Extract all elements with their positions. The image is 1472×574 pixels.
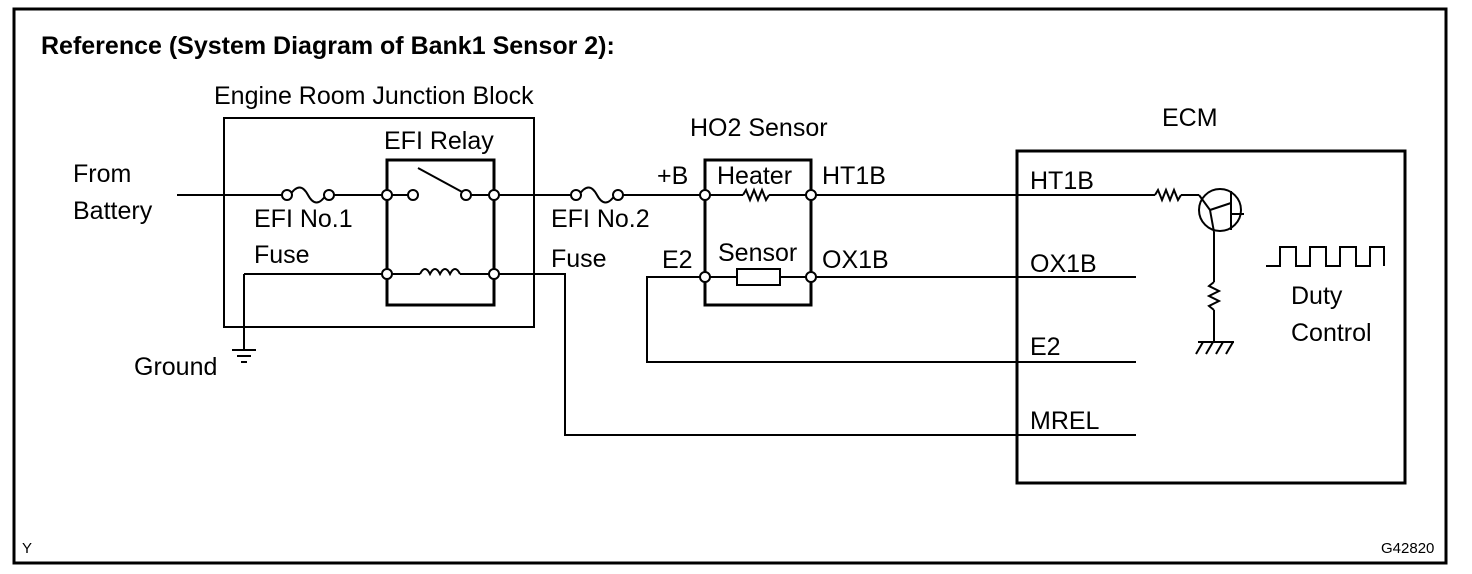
relay-terminal: [381, 268, 393, 280]
control-label: Control: [1291, 319, 1372, 347]
efi-no2-fuse-icon: [570, 186, 624, 204]
ox1b-ecm-label: OX1B: [1030, 250, 1097, 278]
ht1b-ecm-label: HT1B: [1030, 167, 1094, 195]
sensor-element-icon: [705, 268, 811, 286]
from-label: From: [73, 160, 131, 188]
e2-wire: [646, 276, 1136, 363]
diagram-title: Reference (System Diagram of Bank1 Senso…: [41, 32, 615, 60]
sensor-terminal-ht1b: [805, 189, 817, 201]
base-resistor-icon: [1154, 187, 1199, 203]
sensor-terminal-plus-b: [699, 189, 711, 201]
ground-icon: [232, 349, 256, 363]
heater-resistor-icon: [705, 187, 811, 203]
efi-no1-fuse-icon: [281, 186, 335, 204]
efi-no2-label: EFI No.2: [551, 205, 650, 233]
ecm-label: ECM: [1162, 104, 1218, 132]
corner-mark: Y: [22, 540, 32, 557]
relay-switch-icon: [387, 167, 494, 201]
battery-label: Battery: [73, 197, 153, 225]
e2-ecm-label: E2: [1030, 333, 1061, 361]
junction-block-label: Engine Room Junction Block: [214, 82, 534, 110]
figure-code: G42820: [1381, 540, 1434, 557]
ht1b-sensor-label: HT1B: [822, 162, 886, 190]
ecm-box: [1015, 149, 1407, 485]
plus-b-label: +B: [657, 162, 688, 190]
relay-coil-icon: [387, 268, 494, 277]
junction-block: [223, 117, 535, 328]
sensor-terminal-ox1b: [805, 271, 817, 283]
ground-label: Ground: [134, 353, 217, 381]
heater-label: Heater: [717, 162, 792, 190]
transistor-icon: [1198, 188, 1244, 233]
sensor-terminal-e2: [699, 271, 711, 283]
square-wave-icon: [1266, 246, 1385, 267]
relay-terminal: [488, 189, 500, 201]
mrel-label: MREL: [1030, 407, 1100, 435]
fuse2-label: Fuse: [551, 245, 607, 273]
diagram-frame: [12, 7, 1448, 565]
efi-no1-label: EFI No.1: [254, 205, 353, 233]
e2-sensor-label: E2: [662, 246, 693, 274]
emitter-resistor-icon: [1206, 232, 1222, 342]
relay-terminal: [381, 189, 393, 201]
ox1b-sensor-label: OX1B: [822, 246, 889, 274]
sensor-label: Sensor: [718, 239, 797, 267]
mrel-wire: [499, 273, 1136, 436]
efi-relay-box: [385, 158, 496, 307]
duty-label: Duty: [1291, 282, 1343, 310]
chassis-ground-icon: [1195, 341, 1234, 355]
ho2-sensor-label: HO2 Sensor: [690, 114, 828, 142]
ground-wire: [243, 273, 382, 350]
efi-relay-label: EFI Relay: [384, 127, 494, 155]
ho2-sensor-box: [703, 158, 813, 307]
relay-terminal: [488, 268, 500, 280]
fuse1-label: Fuse: [254, 241, 310, 269]
